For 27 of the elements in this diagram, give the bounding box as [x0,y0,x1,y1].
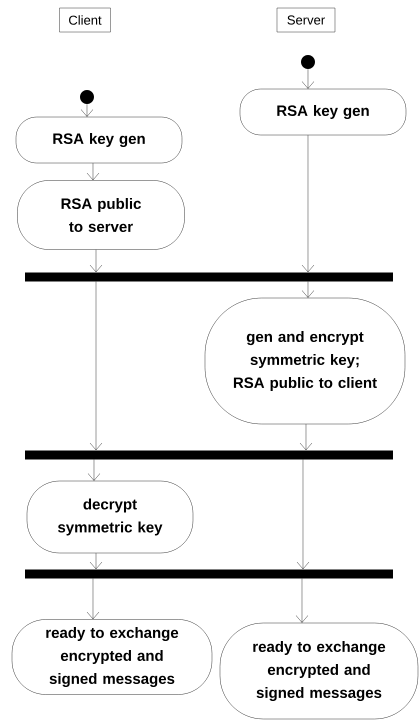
arrow [86,578,100,620]
activity-box: gen and encrypt symmetric key; RSA public to client [204,298,406,424]
start-node [301,55,315,70]
activity-box: RSA key gen [16,116,182,164]
fork-bar [25,450,393,460]
fork-bar [25,272,393,282]
swimlane-header: Server [276,8,336,32]
swimlane-header: Client [59,8,111,32]
activity-box: RSA key gen [240,88,406,136]
arrow [90,282,102,450]
arrow [302,135,314,272]
arrow [296,578,308,623]
arrow [300,424,312,450]
arrow [88,460,100,481]
arrow [302,282,314,298]
arrow [90,250,102,272]
arrow [302,69,314,89]
arrow [80,104,94,117]
arrow [296,460,310,570]
arrow [90,553,102,570]
activity-box: RSA public to server [17,180,185,250]
start-node [80,90,94,104]
activity-box: decrypt symmetric key [26,480,194,554]
activity-box: ready to exchange encrypted and signed messages [12,619,212,695]
arrow [86,163,100,180]
activity-box: ready to exchange encrypted and signed messages [220,622,418,720]
fork-bar [25,570,393,578]
